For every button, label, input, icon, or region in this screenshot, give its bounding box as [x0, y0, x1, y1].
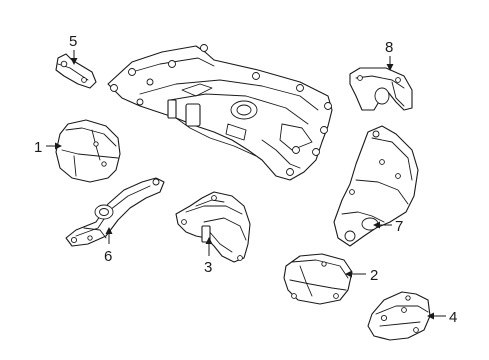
mount-2-part[interactable] — [283, 253, 353, 305]
bracket-7-part[interactable] — [333, 125, 419, 247]
callout-5-label: 5 — [69, 33, 77, 50]
callout-8: 8 — [385, 39, 394, 71]
callout-3-label: 3 — [204, 259, 212, 276]
callout-3: 3 — [204, 237, 213, 276]
callout-4: 4 — [427, 309, 457, 326]
callout-6-label: 6 — [104, 248, 112, 265]
torque-rod-6-part[interactable] — [65, 177, 165, 247]
callout-6: 6 — [104, 227, 113, 265]
callout-1: 1 — [34, 139, 62, 156]
bracket-4-part[interactable] — [367, 291, 431, 341]
callout-4-label: 4 — [449, 309, 457, 326]
callout-7: 7 — [373, 218, 403, 235]
bracket-8-part[interactable] — [349, 67, 413, 111]
callout-5: 5 — [69, 33, 78, 65]
mount-3-part[interactable] — [175, 191, 251, 263]
callout-8-label: 8 — [385, 39, 393, 56]
mount-1-part[interactable] — [55, 119, 121, 183]
subframe-part[interactable] — [107, 44, 333, 181]
callout-7-label: 7 — [395, 218, 403, 235]
callout-2-label: 2 — [370, 267, 378, 284]
bracket-5-part[interactable] — [55, 53, 97, 89]
callout-1-label: 1 — [34, 139, 42, 156]
callout-2: 2 — [345, 267, 378, 284]
